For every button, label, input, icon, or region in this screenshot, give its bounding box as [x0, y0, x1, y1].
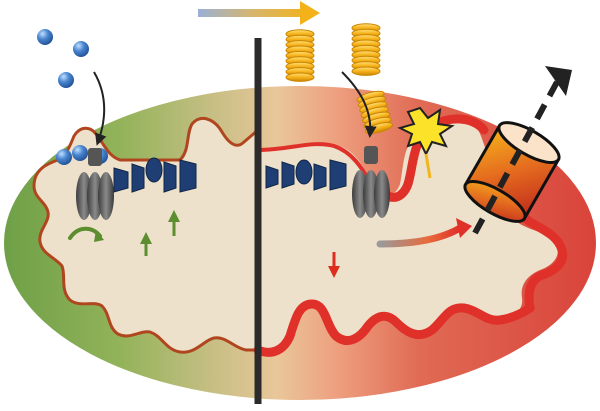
curved-arrow-icon: [376, 218, 472, 248]
explosion-star-icon: [397, 106, 455, 179]
electron-icon: [73, 41, 89, 57]
ros-entry-arrow: [341, 71, 377, 138]
respiratory-complex-icon: [281, 161, 295, 189]
atp-synthase-icon: [76, 148, 114, 220]
membrane-red-upper: [377, 114, 489, 202]
atp-synthase-icon: [352, 146, 390, 218]
dashed-escape-arrow-icon: [472, 66, 572, 235]
membrane-red-bottom: [253, 299, 535, 357]
respiratory-complex-icon: [265, 165, 279, 189]
respiratory-complex-icon: [329, 159, 347, 191]
respiratory-complex-icon: [313, 163, 327, 191]
electron-icon: [56, 149, 72, 165]
respiratory-complex-icon: [131, 163, 145, 193]
gradient-arrow-icon: [198, 1, 320, 25]
down-arrow-icon: [328, 252, 340, 278]
green-arrows-group: [68, 210, 180, 256]
ros-coil-icon: [351, 23, 381, 76]
respiratory-complexes: [113, 157, 347, 193]
mitochondrial-pore-icon: [463, 121, 561, 223]
respiratory-complex-icon: [179, 159, 197, 193]
respiratory-complex-icon: [163, 161, 177, 193]
up-arrow-icon: [140, 232, 152, 256]
respiratory-complex-icon: [113, 167, 129, 193]
electron-entry-arrow: [93, 71, 107, 146]
electron-icon: [37, 29, 53, 45]
electron-icon: [58, 72, 74, 88]
ros-coil-icon: [285, 29, 315, 82]
membrane-red-top: [256, 142, 372, 184]
respiratory-complex-icon: [295, 159, 313, 185]
up-arrow-icon: [168, 210, 180, 236]
respiratory-complex-icon: [145, 157, 163, 183]
electron-icon: [72, 145, 88, 161]
